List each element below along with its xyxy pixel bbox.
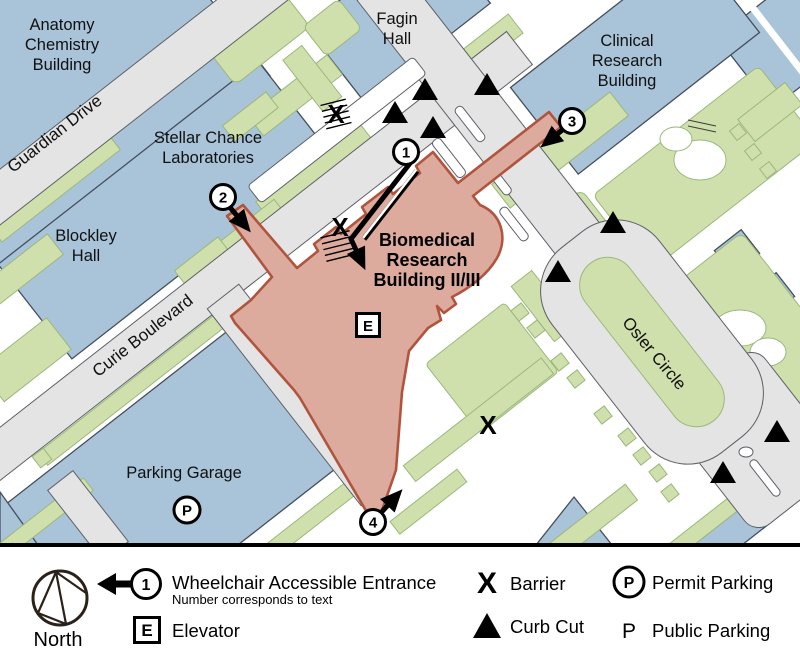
median-4 — [432, 137, 466, 179]
entrance-marker-1: 1 — [392, 138, 420, 166]
wheelchair-entrance-label: Wheelchair Accessible Entrance — [172, 572, 436, 593]
svg-text:Building II/III: Building II/III — [374, 270, 481, 290]
curb-cut-label: Curb Cut — [510, 616, 584, 637]
svg-text:Research: Research — [386, 250, 467, 270]
label-clinical-research: Clinical — [600, 32, 653, 50]
svg-text:Research: Research — [592, 52, 663, 70]
public-parking-label: Public Parking — [652, 620, 770, 641]
green-layer — [0, 0, 800, 545]
wheelchair-entrance-icon: 1 — [97, 568, 162, 600]
svg-text:P: P — [624, 575, 635, 592]
public-parking-legend-icon: P — [622, 620, 636, 643]
svg-text:E: E — [141, 621, 152, 640]
median-5 — [749, 459, 781, 497]
permit-parking-marker: P — [172, 495, 202, 525]
svg-text:4: 4 — [369, 515, 378, 532]
svg-text:Hall: Hall — [383, 30, 411, 48]
curb-cut-icons — [382, 73, 790, 483]
building-gap — [742, 0, 800, 75]
svg-text:1: 1 — [402, 145, 410, 162]
barrier-legend-icon: X — [477, 567, 497, 600]
courtyard-blob-2 — [659, 126, 693, 152]
label-stellar-chance: Stellar Chance — [154, 129, 262, 147]
permit-parking-legend-icon: P — [612, 565, 646, 599]
svg-text:Chemistry: Chemistry — [25, 36, 100, 54]
wheelchair-entrance-sublabel: Number corresponds to text — [172, 592, 333, 607]
svg-text:Laboratories: Laboratories — [162, 149, 254, 167]
legend-divider — [0, 543, 800, 547]
label-blockley-hall: Blockley — [55, 227, 117, 245]
barrier-label: Barrier — [510, 573, 566, 594]
stairs-hatch-1 — [320, 98, 352, 130]
legend: North 1 Wheelchair Accessible Entrance N… — [31, 565, 773, 651]
svg-text:Building: Building — [33, 56, 92, 74]
median-1 — [454, 105, 486, 143]
entrance-1-arrow — [346, 160, 413, 271]
label-anatomy: Anatomy — [29, 16, 95, 34]
road-bottomleft-stub — [46, 469, 130, 545]
elevator-legend-icon: E — [133, 616, 161, 644]
svg-text:E: E — [363, 318, 373, 335]
median-3 — [499, 206, 529, 242]
barrier-icon: X — [479, 410, 497, 440]
entrance-marker-4: 4 — [359, 508, 387, 536]
curb-cut-legend-icon — [473, 613, 501, 638]
road-guardian-drive — [0, 0, 356, 318]
svg-text:Hall: Hall — [72, 247, 100, 265]
north-compass-icon — [31, 569, 89, 627]
traffic-dot — [738, 446, 754, 458]
svg-text:1: 1 — [142, 577, 151, 594]
svg-text:3: 3 — [568, 114, 576, 131]
osler-circle-island — [579, 256, 725, 428]
north-label: North — [34, 629, 83, 651]
label-biomedical: Biomedical — [379, 230, 475, 250]
barrier-icon: X — [331, 212, 349, 242]
green-diamond-trail — [510, 122, 778, 503]
elevator-label: Elevator — [172, 620, 240, 641]
roads-layer — [0, 0, 800, 545]
svg-text:Building: Building — [598, 72, 657, 90]
elevator-marker: E — [355, 312, 381, 338]
entrance-marker-2: 2 — [209, 183, 237, 211]
entrance-marker-3: 3 — [558, 107, 586, 135]
svg-text:P: P — [182, 503, 192, 520]
courtyard-blob-1 — [673, 139, 727, 181]
label-fagin-hall: Fagin — [376, 10, 417, 28]
permit-parking-label: Permit Parking — [652, 572, 773, 593]
label-parking-garage: Parking Garage — [126, 464, 242, 482]
barrier-icon: X — [327, 99, 345, 129]
svg-text:2: 2 — [219, 190, 227, 207]
stairs-hatch-2 — [320, 230, 356, 262]
